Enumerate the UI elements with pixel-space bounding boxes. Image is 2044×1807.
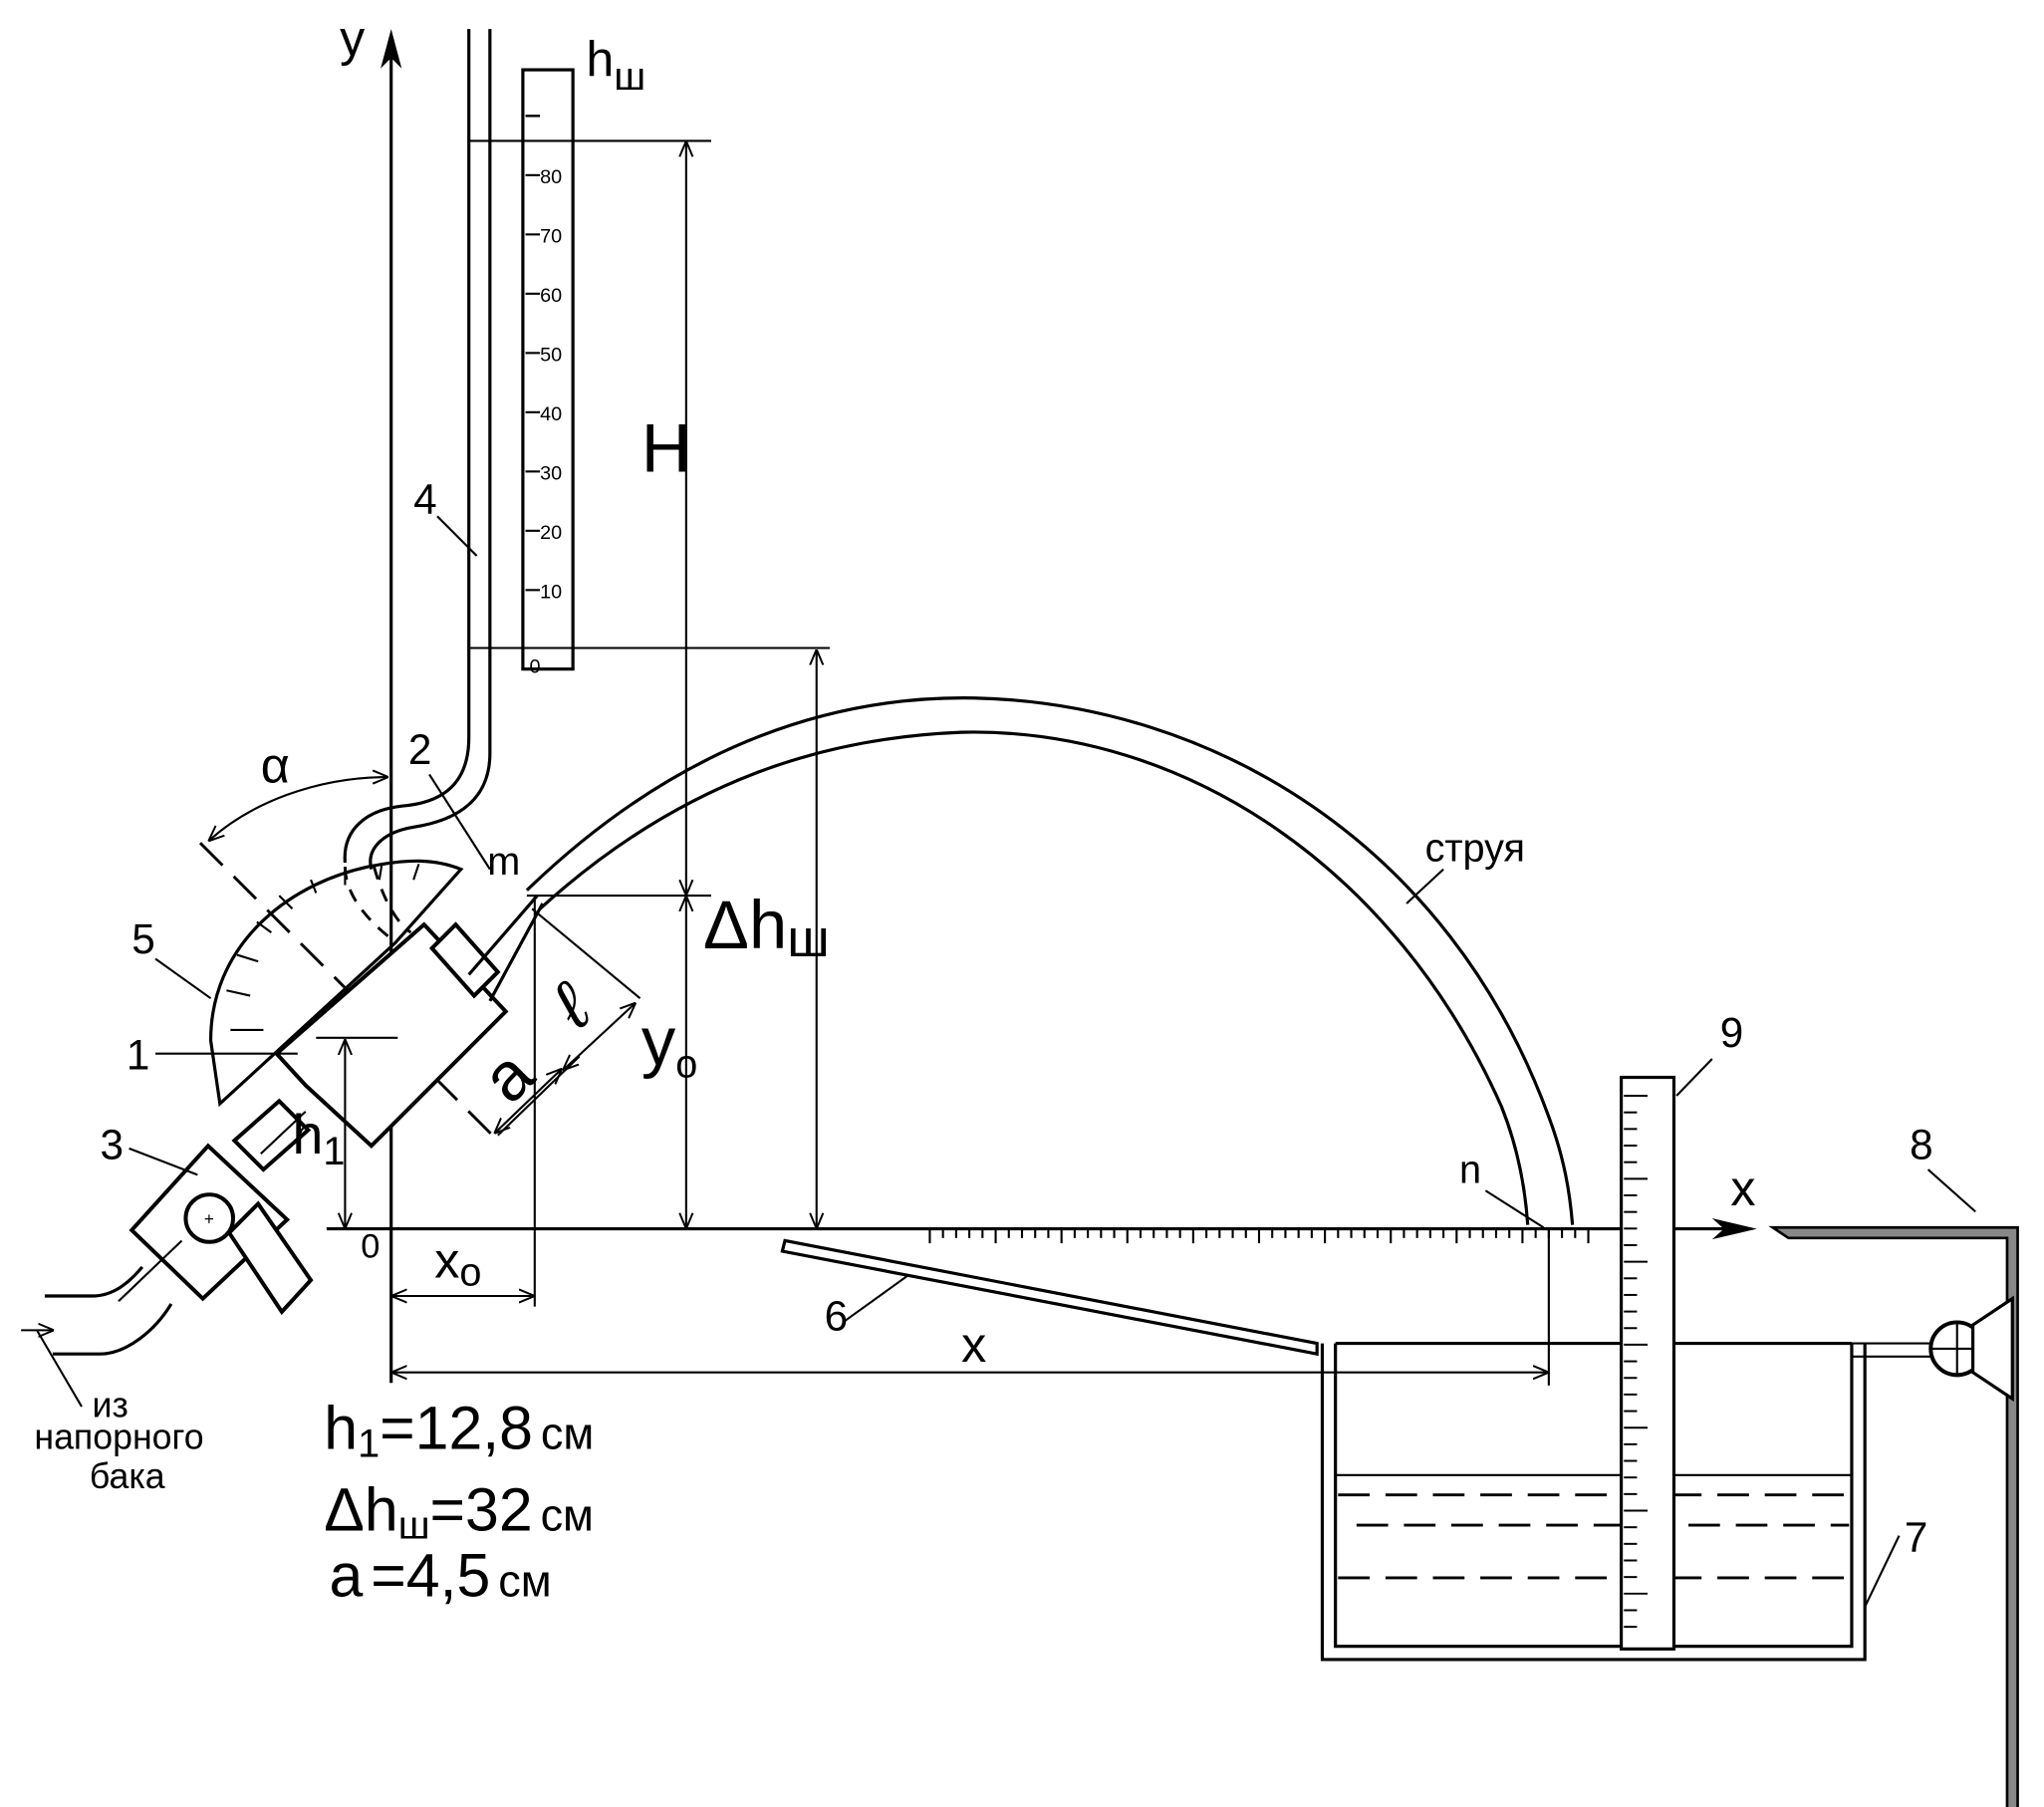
scale-tick-label: 0 — [530, 656, 541, 678]
point-m: m — [487, 840, 520, 884]
inlet-label: из напорного бака — [21, 1330, 204, 1496]
scale-tick-label: 60 — [540, 285, 562, 307]
hsh-scale: 80 70 60 50 40 30 20 10 0 hш — [521, 32, 645, 678]
scale-tick-label: 70 — [540, 225, 562, 247]
H-label: H — [641, 409, 691, 486]
x-axis-label: x — [1730, 1161, 1755, 1216]
dimension-yo: yo — [641, 650, 817, 1227]
scale-tick-label: 10 — [540, 581, 562, 603]
scale-tick-label: 30 — [540, 462, 562, 484]
inlet-line-1: из — [93, 1386, 128, 1425]
part-9-label: 9 — [1720, 1009, 1744, 1056]
part-4-label: 4 — [413, 476, 437, 523]
scale-title: hш — [586, 32, 645, 99]
part-5-label: 5 — [131, 915, 155, 962]
nozzle-body — [273, 921, 509, 1150]
vertical-ruler-ticks — [1624, 1095, 1649, 1629]
a-label: a — [467, 1035, 549, 1117]
part-8-label: 8 — [1910, 1121, 1933, 1167]
x-total-label: x — [961, 1317, 986, 1373]
jet — [525, 696, 1575, 1225]
dimension-h1: h1 — [293, 1041, 346, 1228]
valve: + — [128, 1143, 314, 1316]
scale-tick-label: 20 — [540, 522, 562, 544]
tank — [1320, 1342, 1944, 1662]
dimension-dh: Δhш — [686, 887, 830, 1227]
scale-tick-label: 40 — [540, 403, 562, 425]
horizontal-ruler — [928, 1228, 1590, 1244]
alpha-label: α — [261, 737, 290, 793]
y-axis: y — [340, 11, 402, 1384]
part-6-label: 6 — [825, 1292, 849, 1339]
horizontal-ruler-ticks — [928, 1228, 1590, 1244]
protractor — [208, 859, 464, 1108]
xo-label: xo — [434, 1232, 481, 1294]
point-n: n — [1459, 1148, 1481, 1191]
vertical-ruler — [1619, 1058, 1713, 1651]
scale-tick-label: 50 — [540, 344, 562, 366]
scale-ticks: 80 70 60 50 40 30 20 10 0 — [525, 115, 562, 678]
dh-label: Δhш — [703, 887, 830, 968]
nozzle-tip — [428, 921, 501, 999]
jet-label: струя — [1425, 827, 1525, 871]
x-axis: x 0 — [326, 1161, 1757, 1266]
origin-label: 0 — [361, 1228, 380, 1266]
part-labels: 1 2 3 4 5 6 7 8 9 — [100, 476, 1932, 1561]
scale-tick-label: 80 — [540, 166, 562, 188]
part-7-label: 7 — [1905, 1514, 1928, 1561]
part-1-label: 1 — [127, 1032, 150, 1079]
yo-label: yo — [641, 1002, 697, 1086]
h1-label: h1 — [293, 1104, 346, 1173]
part-3-label: 3 — [100, 1121, 124, 1167]
angle-alpha: α — [209, 737, 386, 840]
inlet-line-2: напорного — [34, 1417, 203, 1456]
dimension-xo: xo — [392, 896, 536, 1307]
dimension-x: x — [392, 1229, 1550, 1386]
bracket — [1768, 1168, 2019, 1807]
l-label: ℓ — [537, 968, 606, 1044]
y-axis-label: y — [340, 11, 366, 67]
trough — [780, 1238, 1319, 1357]
svg-text:+: + — [204, 1209, 214, 1229]
part-2-label: 2 — [408, 726, 432, 773]
valve-handwheel — [183, 1192, 236, 1244]
inlet-line-3: бака — [90, 1456, 165, 1496]
